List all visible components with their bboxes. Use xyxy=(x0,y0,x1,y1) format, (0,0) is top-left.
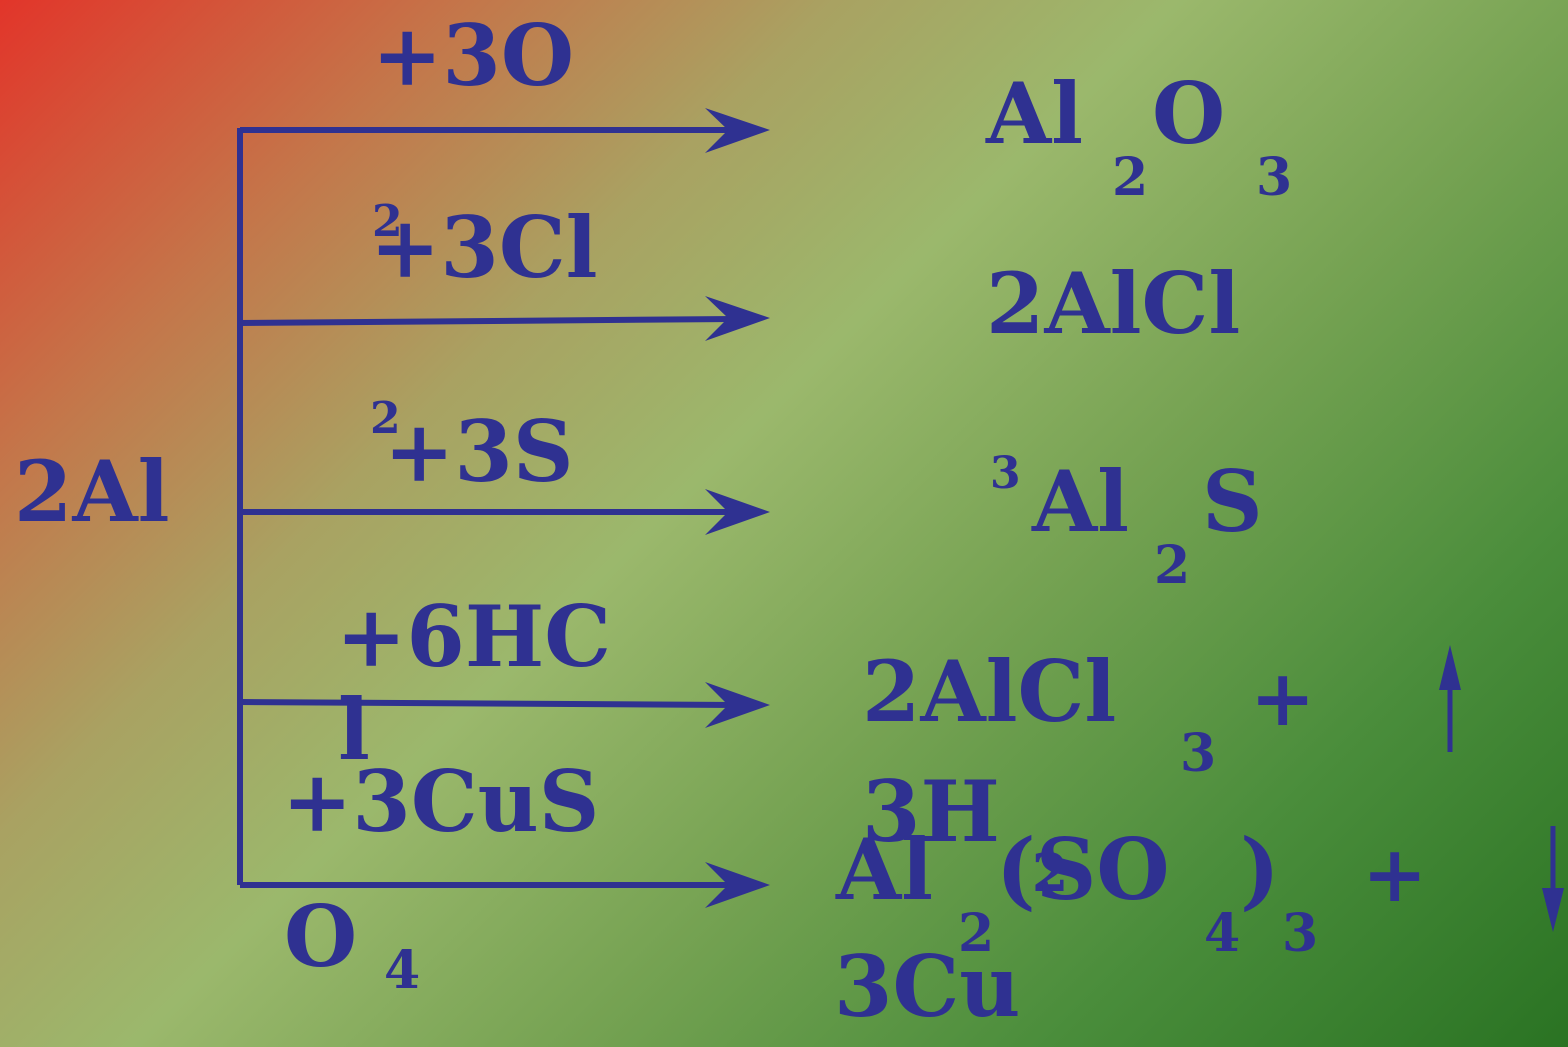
product-oxide-el2: O xyxy=(1152,64,1226,163)
arrowhead-sulfate xyxy=(705,862,770,908)
branch-acid xyxy=(239,699,736,708)
product-sulfate-group: (SO xyxy=(996,820,1170,919)
product-acid-plus: + xyxy=(1250,653,1316,744)
product-sulfate-sub3: 3 xyxy=(1282,903,1319,964)
reagent-acid-line2: l xyxy=(338,680,370,779)
arrowhead-oxygen xyxy=(705,108,770,153)
reactant-formula: 2Al xyxy=(14,442,170,541)
reagent-sulfate-line2: O xyxy=(284,887,358,986)
product-sulfide-sub1: 2 xyxy=(1154,535,1191,596)
product-sulfide-el2: S xyxy=(1202,452,1263,551)
reagent-oxygen: +3O xyxy=(372,6,575,105)
arrowhead-sulfur xyxy=(705,489,770,535)
product-hydrogen-subscript: 2 xyxy=(1032,843,1069,904)
up-arrow-icon xyxy=(1439,645,1461,752)
reagent-sulfate-line1: +3CuS xyxy=(282,752,600,851)
product-copper: 3Cu xyxy=(834,937,1021,1036)
product-hydrogen: 3H xyxy=(862,762,1000,861)
arrowhead-chlorine xyxy=(705,296,770,341)
product-sulfide-el1: Al xyxy=(1032,452,1130,551)
reagent-oxygen-subscript: 2 xyxy=(372,196,403,247)
product-acid-chloride: 2AlCl xyxy=(862,642,1117,741)
product-oxide-sub2: 3 xyxy=(1256,147,1293,208)
reagent-sulfate-subscript: 4 xyxy=(384,940,421,1001)
product-chloride-subscript: 3 xyxy=(990,448,1021,499)
product-sulfate-sub1: 2 xyxy=(958,903,995,964)
product-oxide-el1: Al xyxy=(986,64,1084,163)
product-sulfate-plus: + xyxy=(1362,829,1428,920)
product-sulfate-close: ) xyxy=(1240,820,1280,919)
product-chloride: 2AlCl xyxy=(986,254,1241,353)
reagent-acid-line1: +6HC xyxy=(336,587,612,686)
reagent-chlorine-subscript: 2 xyxy=(370,393,401,444)
product-sulfate-el: Al xyxy=(836,820,934,919)
product-oxide-sub1: 2 xyxy=(1112,147,1149,208)
down-arrow-icon xyxy=(1542,826,1564,932)
reagent-sulfur: +3S xyxy=(384,402,574,501)
product-acid-chloride-subscript: 3 xyxy=(1180,723,1217,784)
arrowhead-acid xyxy=(705,682,770,728)
branch-chlorine xyxy=(239,316,736,326)
reagent-chlorine: +3Cl xyxy=(370,198,598,297)
product-sulfate-sub2: 4 xyxy=(1204,903,1241,964)
